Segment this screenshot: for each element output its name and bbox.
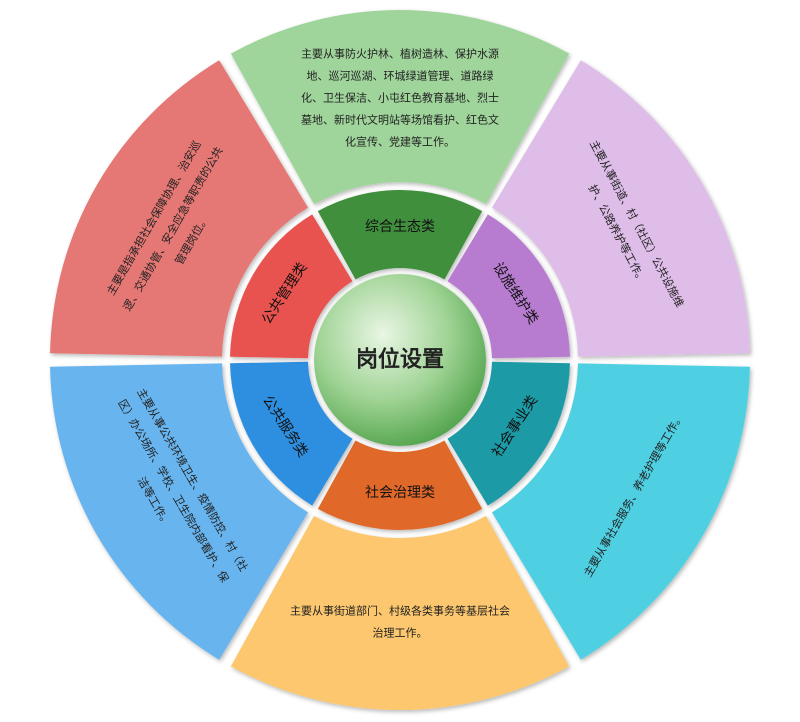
description-sector-public-management bbox=[50, 60, 309, 357]
category-label-eco: 综合生态类 bbox=[365, 219, 435, 235]
category-sector-governance bbox=[317, 440, 483, 531]
description-sector-eco bbox=[230, 10, 570, 205]
description-line: 主要从事防火护林、植树造林、保护水源 bbox=[301, 47, 499, 61]
description-eco: 主要从事防火护林、植树造林、保护水源地、巡河巡湖、环城绿道管理、道路绿化、卫生保… bbox=[301, 47, 499, 149]
category-sector-public-management bbox=[230, 214, 353, 359]
description-line: 地、巡河巡湖、环城绿道管理、道路绿 bbox=[307, 69, 494, 83]
description-line: 化宣传、党建等工作。 bbox=[345, 135, 455, 149]
description-sector-governance bbox=[230, 515, 570, 710]
category-sector-public-service bbox=[230, 361, 353, 506]
description-sector-social-affairs bbox=[491, 363, 750, 660]
description-line: 化、卫生保洁、小屯红色教育基地、烈士 bbox=[301, 91, 499, 105]
description-line: 治理工作。 bbox=[373, 626, 428, 640]
center-hub: 岗位设置 bbox=[314, 274, 486, 446]
description-sector-facility bbox=[491, 60, 750, 357]
description-line: 主要从事街道部门、村级各类事务等基层社会 bbox=[290, 604, 510, 618]
outer-ring: 主要从事防火护林、植树造林、保护水源地、巡河巡湖、环城绿道管理、道路绿化、卫生保… bbox=[50, 10, 750, 710]
center-circle bbox=[314, 274, 486, 446]
category-label-governance: 社会治理类 bbox=[365, 485, 435, 501]
description-sector-public-service bbox=[50, 363, 309, 660]
description-line: 墓地、新时代文明站等场馆看护、红色文 bbox=[301, 113, 499, 127]
category-sector-social-affairs bbox=[447, 361, 570, 506]
category-sector-eco bbox=[317, 189, 483, 280]
category-sector-facility bbox=[447, 214, 570, 359]
center-title: 岗位设置 bbox=[356, 347, 444, 373]
